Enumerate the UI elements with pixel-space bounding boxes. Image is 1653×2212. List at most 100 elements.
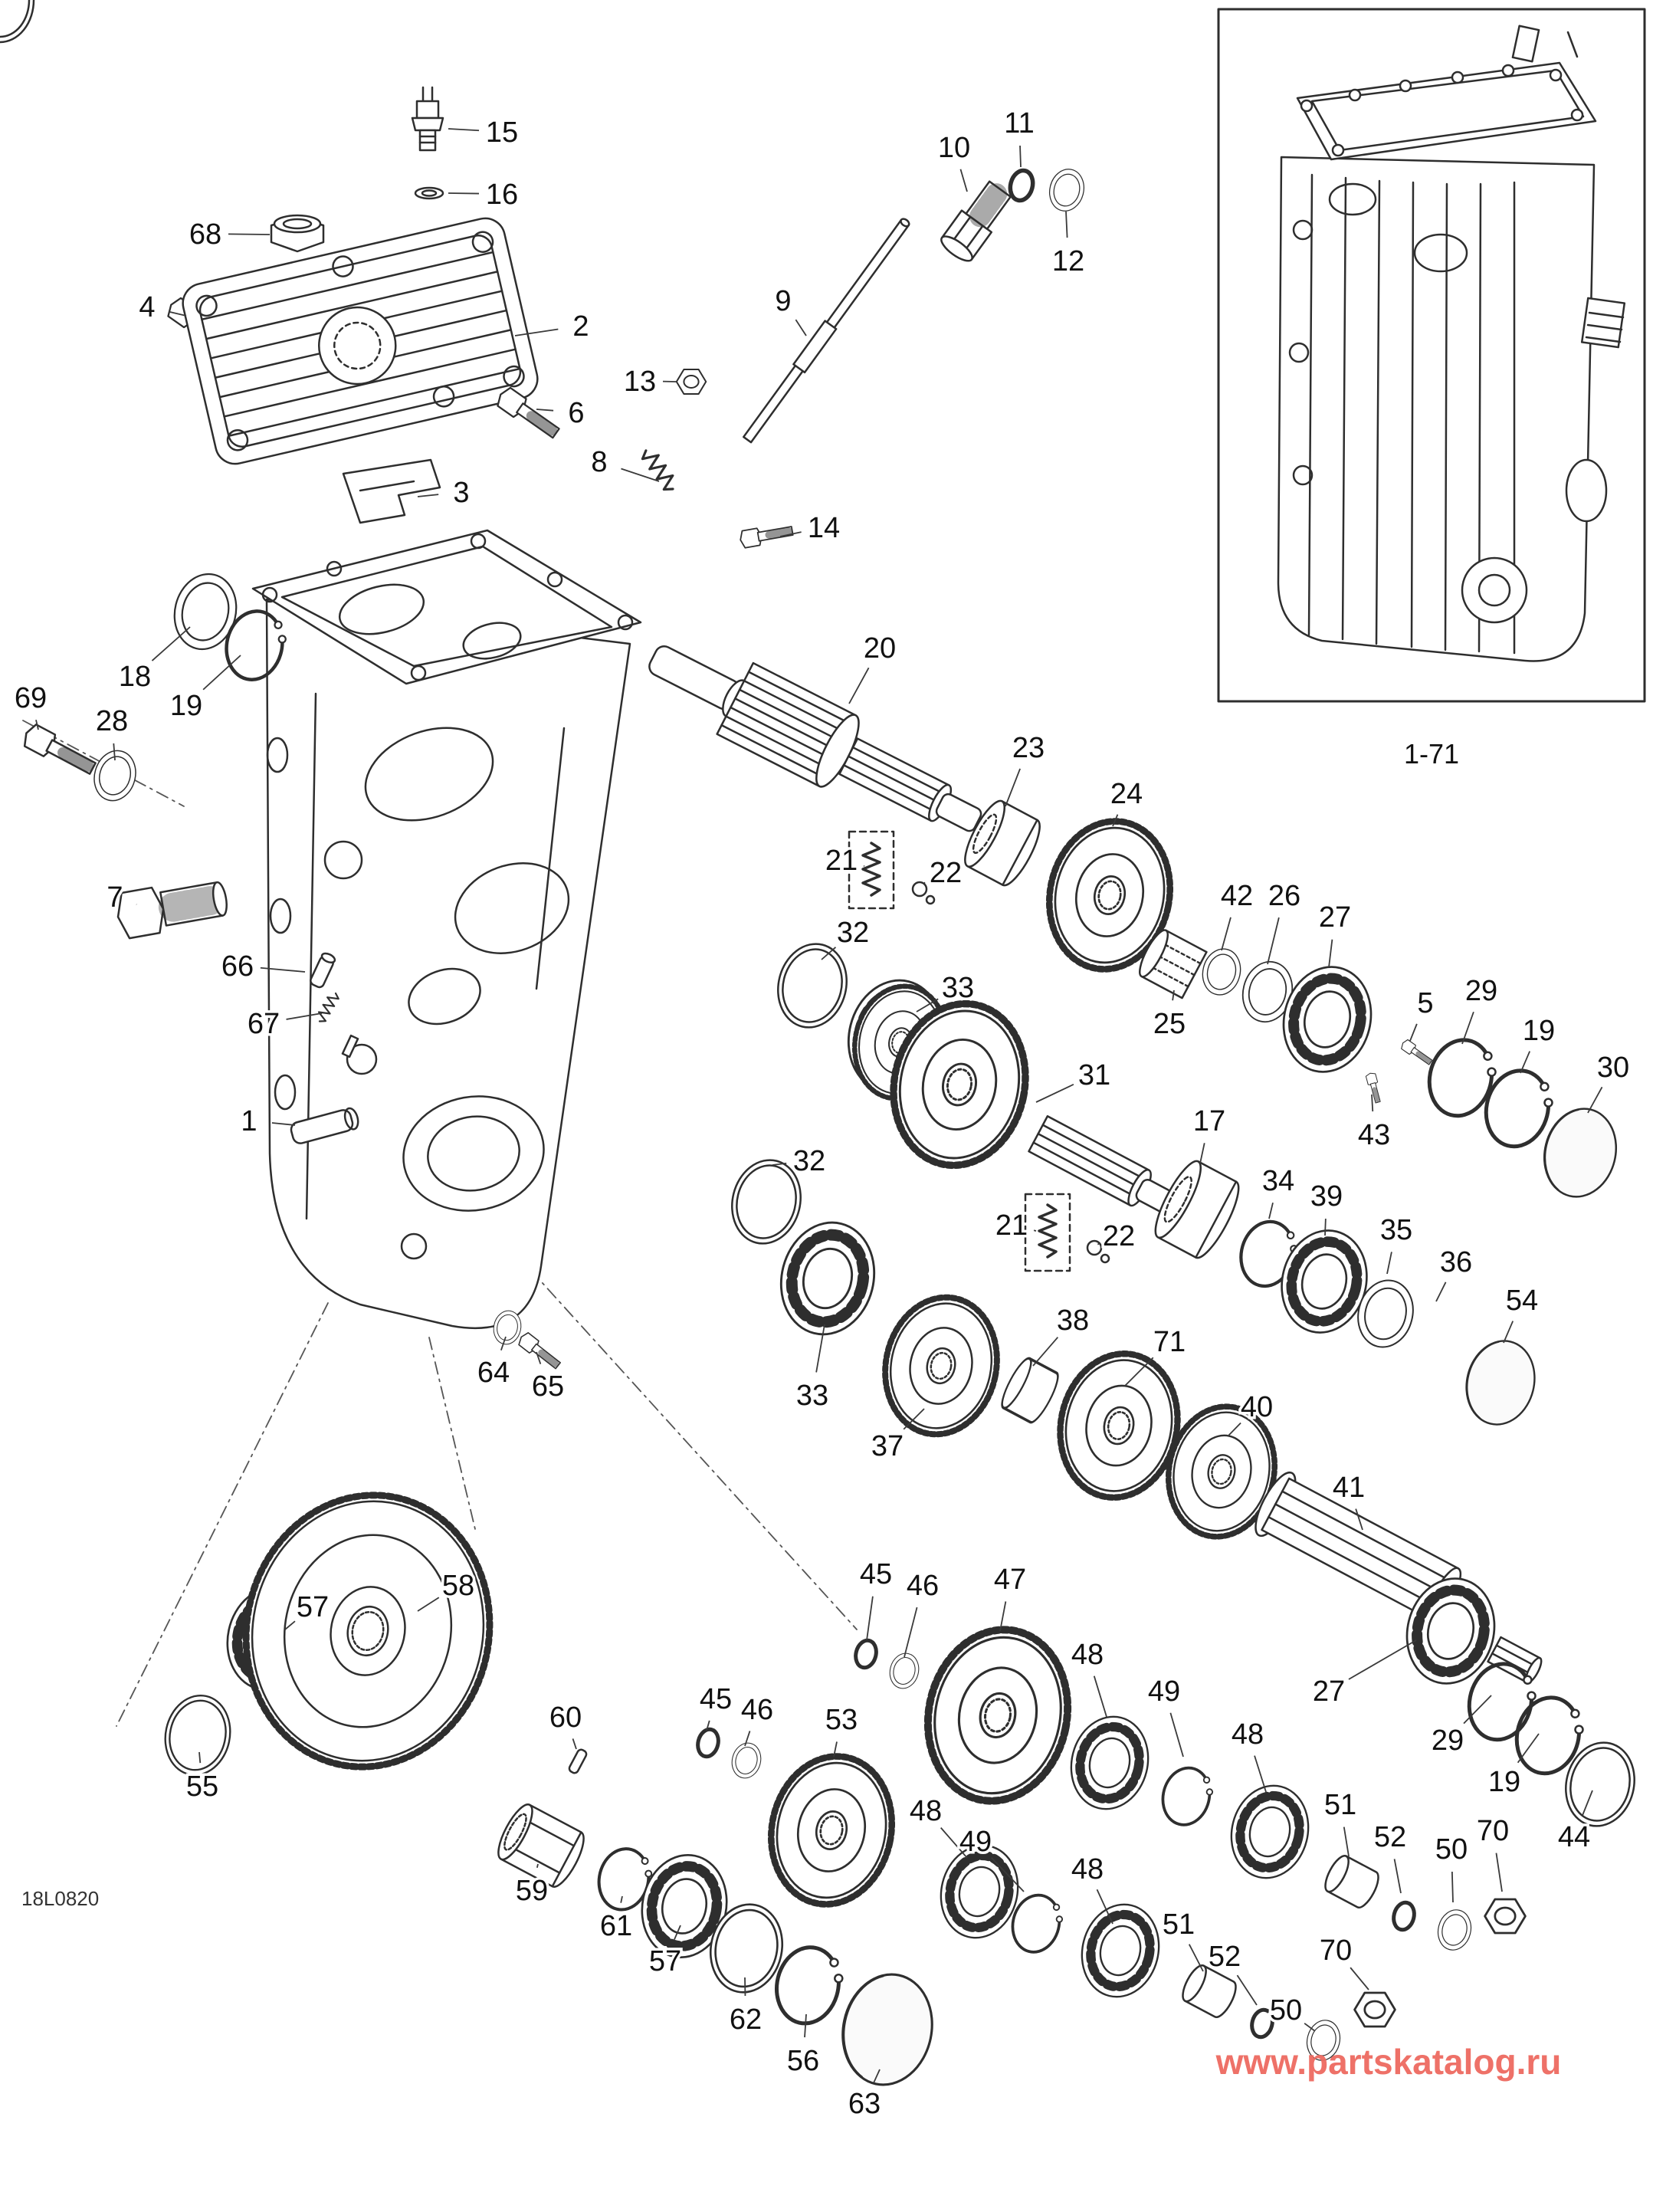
leader-line-11 [1019,145,1022,168]
part-callout-7: 7 [107,881,123,914]
shift-shaft-9 [743,218,910,444]
part-callout-48: 48 [1071,1853,1104,1885]
part-callout-12: 12 [1052,245,1084,277]
inset-sensor [1511,25,1540,63]
part-callout-70: 70 [1477,1815,1509,1847]
output-gear-58 [242,1492,494,1771]
part-callout-34: 34 [1262,1165,1294,1197]
part-callout-55: 55 [186,1771,218,1803]
cover-plate-2 [182,217,539,465]
part-callout-51: 51 [1324,1789,1356,1821]
part-callout-44: 44 [1558,1821,1590,1853]
part-callout-46: 46 [741,1694,773,1726]
part-callout-69: 69 [15,682,47,714]
part-callout-56: 56 [787,2045,819,2077]
part-callout-22: 22 [1103,1220,1135,1252]
part-callout-20: 20 [864,632,896,665]
leader-line-45 [866,1596,874,1641]
leader-line-33 [916,998,939,1012]
leader-line-5 [1409,1023,1418,1042]
part-callout-65: 65 [532,1370,564,1403]
leader-line-39 [1324,1218,1327,1236]
part-callout-32: 32 [793,1145,825,1177]
leader-line-48 [1096,1889,1113,1925]
leader-line-46 [744,1731,751,1747]
leader-line-36 [1435,1282,1447,1302]
spring-8 [638,445,681,495]
leader-line-12 [1065,211,1068,238]
nut-70a [1484,1898,1527,1935]
part-callout-14: 14 [808,512,840,544]
sensor-15 [411,86,444,152]
bolt-5 [1399,1039,1433,1067]
leader-line-27 [1348,1639,1417,1680]
leader-line-38 [1032,1337,1059,1367]
part-callout-1: 1 [241,1105,257,1137]
part-callout-35: 35 [1380,1214,1412,1246]
leader-line-25 [1172,989,1175,1001]
leader-line-22 [923,881,926,884]
part-callout-61: 61 [600,1910,632,1942]
leader-line-67 [286,1012,323,1020]
leader-line-48 [1093,1675,1107,1718]
part-callout-8: 8 [591,446,607,478]
part-callout-38: 38 [1057,1305,1089,1337]
leader-line-46 [904,1606,918,1658]
inset-caption: 1-71 [1404,738,1459,770]
part-callout-26: 26 [1268,880,1300,912]
leader-line-64 [500,1336,507,1351]
leader-line-31 [1035,1084,1074,1103]
leader-line-65 [536,1351,542,1364]
leader-line-42 [1221,917,1232,951]
leader-line-14 [779,531,802,537]
part-callout-47: 47 [994,1564,1026,1596]
oring-45b [695,1727,721,1758]
sleeve-59 [497,1803,585,1888]
leader-line-51 [1188,1944,1204,1972]
leader-line-37 [903,1408,925,1430]
part-callout-45: 45 [700,1683,732,1715]
part-callout-29: 29 [1432,1725,1464,1757]
part-callout-66: 66 [221,950,254,983]
leader-line-21 [1033,1229,1037,1232]
part-callout-25: 25 [1153,1008,1186,1040]
part-callout-43: 43 [1358,1119,1390,1151]
cap-63 [831,1964,943,2095]
part-callout-41: 41 [1333,1472,1365,1504]
leader-line-68 [228,233,271,235]
part-callout-49: 49 [959,1826,992,1858]
leader-line-3 [417,494,439,497]
part-callout-36: 36 [1440,1246,1472,1278]
oring-45a [853,1638,879,1669]
nut-70b [1353,1991,1396,2028]
leader-line-63 [873,2069,881,2083]
part-callout-30: 30 [1597,1052,1629,1084]
inset-top-cover [1296,61,1597,161]
part-callout-52: 52 [1374,1821,1406,1853]
leader-line-61 [620,1895,623,1903]
part-callout-31: 31 [1078,1059,1110,1091]
leader-line-59 [536,1863,539,1869]
part-callout-6: 6 [568,397,584,429]
part-callout-27: 27 [1319,901,1351,934]
part-callout-49: 49 [1148,1675,1180,1708]
part-callout-58: 58 [442,1570,474,1602]
part-callout-59: 59 [516,1875,548,1907]
part-callout-16: 16 [486,179,518,211]
part-callout-57: 57 [649,1945,681,1977]
part-callout-13: 13 [624,366,656,398]
part-callout-42: 42 [1221,880,1253,912]
leader-line-57 [284,1620,296,1630]
part-callout-21: 21 [825,845,858,877]
leader-line-54 [1503,1321,1514,1344]
part-callout-53: 53 [825,1704,858,1736]
part-callout-33: 33 [796,1380,828,1412]
leader-line-33 [815,1324,825,1373]
part-callout-48: 48 [1232,1718,1264,1751]
leader-line-41 [1355,1508,1363,1531]
leader-line-49 [1169,1712,1184,1757]
washer-16 [414,186,444,200]
part-callout-68: 68 [189,218,221,251]
part-callout-52: 52 [1209,1941,1241,1973]
